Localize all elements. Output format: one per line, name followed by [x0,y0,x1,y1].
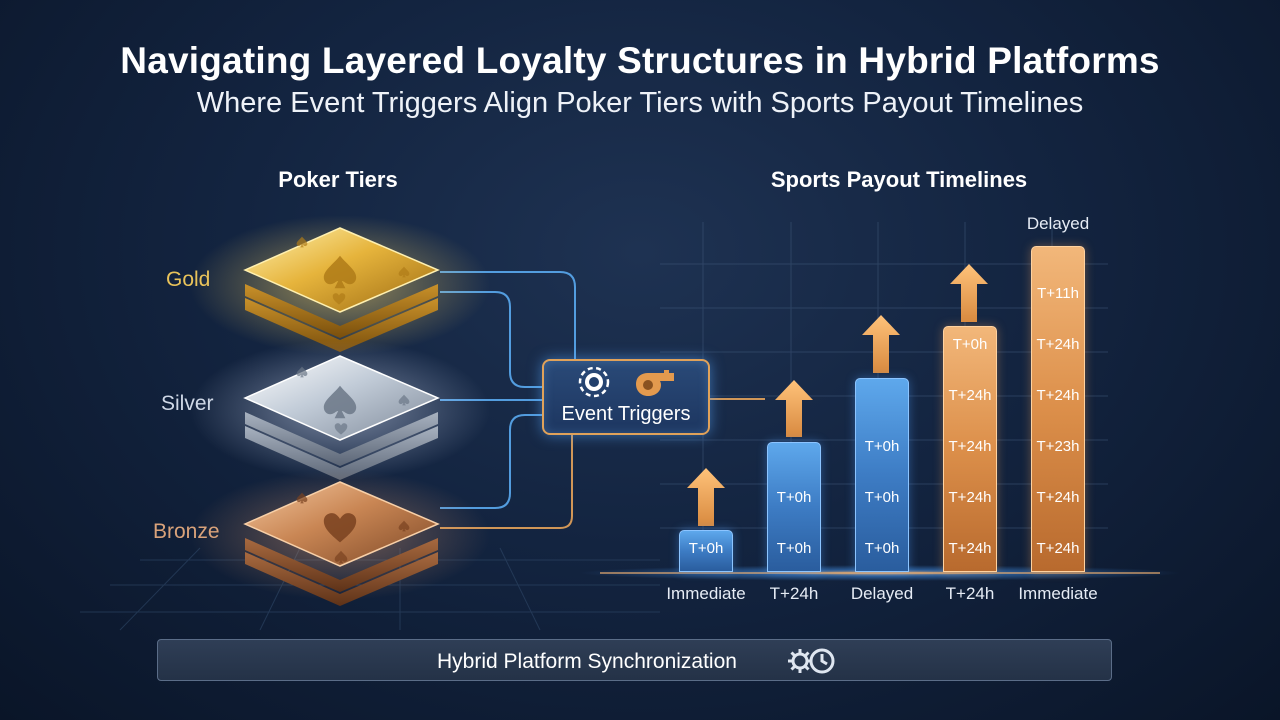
sync-bar [157,639,1112,681]
tier-label-silver: Silver [161,392,214,415]
arrow-up-icon [775,380,813,437]
payout-bar [767,442,821,572]
payout-bar-label: T+0h [864,540,900,557]
payout-category-label: Immediate [1018,584,1098,603]
poker-chip-icon [578,366,610,398]
payout-bar-label: T+0h [952,336,988,353]
payout-bar-label: T+0h [688,540,724,557]
payout-bar [855,378,909,572]
payout-bar-label: T+24h [948,540,992,557]
payout-bar-label: T+24h [948,438,992,455]
payout-category-label: Delayed [850,584,914,603]
payout-bar-label: T+23h [1036,438,1080,455]
payout-bar-label: T+24h [948,387,992,404]
payout-bar [943,326,997,572]
payout-bar-label: T+24h [1036,540,1080,557]
arrow-up-icon [687,468,725,526]
payout-bar-label: T+0h [864,438,900,455]
bronze-tier-card [190,470,490,606]
whistle-icon [636,370,674,396]
gear-clock-icon [788,648,835,674]
tier-label-gold: Gold [166,268,211,291]
page-title: Navigating Layered Loyalty Structures in… [120,40,1160,81]
payout-bar-label: T+24h [1036,387,1080,404]
event-triggers-box [542,359,710,435]
silver-tier-card [190,340,490,480]
payout-bar-label: T+0h [776,489,812,506]
payout-bar [1031,246,1085,572]
payout-bar-label: T+24h [1036,489,1080,506]
tier-label-bronze: Bronze [153,520,220,543]
payout-category-label: T+24h [945,584,995,603]
payout-bar-label: T+0h [776,540,812,557]
event-triggers-label: Event Triggers [561,403,691,425]
payout-bar-label: T+0h [864,489,900,506]
payout-bar-label: T+24h [1036,336,1080,353]
payout-category-label: Immediate [666,584,746,603]
poker-tiers-title: Poker Tiers [278,167,398,192]
payout-bar-label: T+11h [1037,285,1079,302]
sports-payout-title: Sports Payout Timelines [770,167,1028,192]
payout-bar [679,530,733,572]
sync-label: Hybrid Platform Synchronization [437,650,737,673]
chart-top-label: Delayed [1026,214,1090,233]
connector-lines [440,271,765,529]
arrow-up-icon [862,315,900,373]
page-subtitle: Where Event Triggers Align Poker Tiers w… [196,87,1084,119]
payout-category-label: T+24h [769,584,819,603]
arrow-up-icon [950,264,988,322]
payout-arrows [687,264,988,526]
payout-bar-label: T+24h [948,489,992,506]
gold-tier-card [190,215,490,355]
